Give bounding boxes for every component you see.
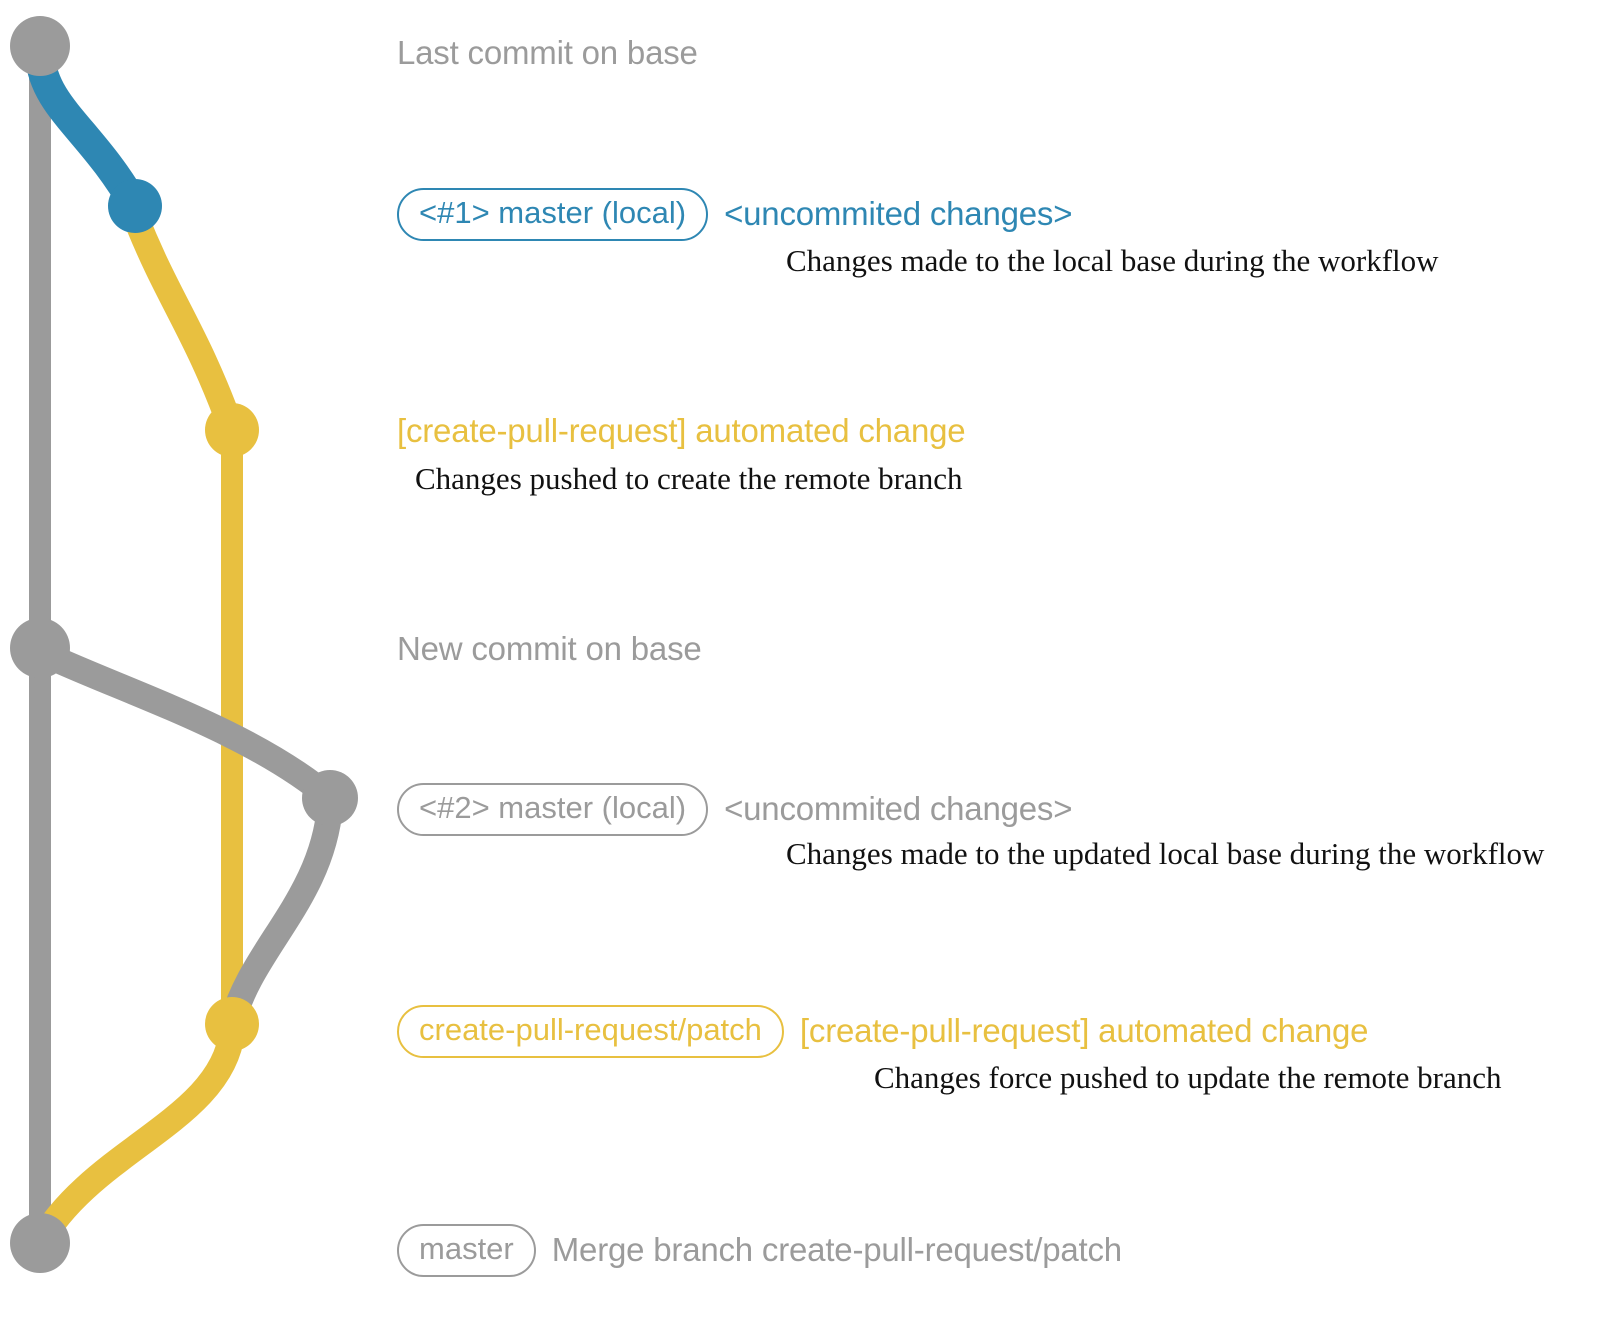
- edge-base-to-local-2: [27, 639, 343, 811]
- edge-local-1-to-patch-1: [122, 203, 245, 443]
- commit-row-last-commit-on-base: Last commit on base: [397, 34, 698, 72]
- commit-message-automated-change-1: [create-pull-request] automated change: [397, 412, 966, 449]
- commit-node-automated-change-2[interactable]: [205, 997, 259, 1051]
- branch-badge-local-1[interactable]: <#1> master (local): [397, 188, 709, 241]
- commit-description-local-1: Changes made to the local base during th…: [786, 243, 1439, 278]
- commit-node-local-1[interactable]: [108, 179, 162, 233]
- commit-description-automated-change-2: Changes force pushed to update the remot…: [874, 1060, 1502, 1095]
- commit-node-local-2[interactable]: [302, 770, 358, 826]
- commit-row-automated-change-2: create-pull-request/patch [create-pull-r…: [397, 1005, 1369, 1058]
- commit-row-local-1: <#1> master (local) <uncommited changes>: [397, 188, 1072, 241]
- commit-node-automated-change-1[interactable]: [205, 403, 259, 457]
- commit-message-local-1: <uncommited changes>: [724, 195, 1073, 233]
- commit-message-merge: Merge branch create-pull-request/patch: [551, 1231, 1122, 1269]
- commit-node-new-commit-on-base[interactable]: [10, 618, 70, 678]
- edge-local-2-to-patch-2: [219, 793, 343, 1037]
- branch-badge-local-2[interactable]: <#2> master (local): [397, 783, 709, 836]
- commit-row-automated-change-1: [create-pull-request] automated change: [397, 412, 966, 450]
- commit-message-new-commit-on-base: New commit on base: [397, 630, 702, 667]
- commit-message-local-2: <uncommited changes>: [724, 790, 1073, 828]
- commit-row-local-2: <#2> master (local) <uncommited changes>: [397, 783, 1072, 836]
- branch-badge-create-pull-request-patch[interactable]: create-pull-request/patch: [397, 1005, 784, 1058]
- commit-message-automated-change-2: [create-pull-request] automated change: [799, 1012, 1369, 1050]
- branch-badge-master[interactable]: master: [397, 1224, 536, 1277]
- commit-description-local-2: Changes made to the updated local base d…: [786, 836, 1545, 871]
- commit-node-last-commit-on-base[interactable]: [10, 16, 70, 76]
- commit-description-automated-change-1: Changes pushed to create the remote bran…: [415, 461, 963, 496]
- commit-row-merge: master Merge branch create-pull-request/…: [397, 1224, 1122, 1277]
- commit-node-merge[interactable]: [10, 1213, 70, 1273]
- edge-patch-2-to-merge: [27, 1019, 245, 1256]
- commit-message-last-commit-on-base: Last commit on base: [397, 34, 698, 71]
- commit-row-new-commit-on-base: New commit on base: [397, 630, 702, 668]
